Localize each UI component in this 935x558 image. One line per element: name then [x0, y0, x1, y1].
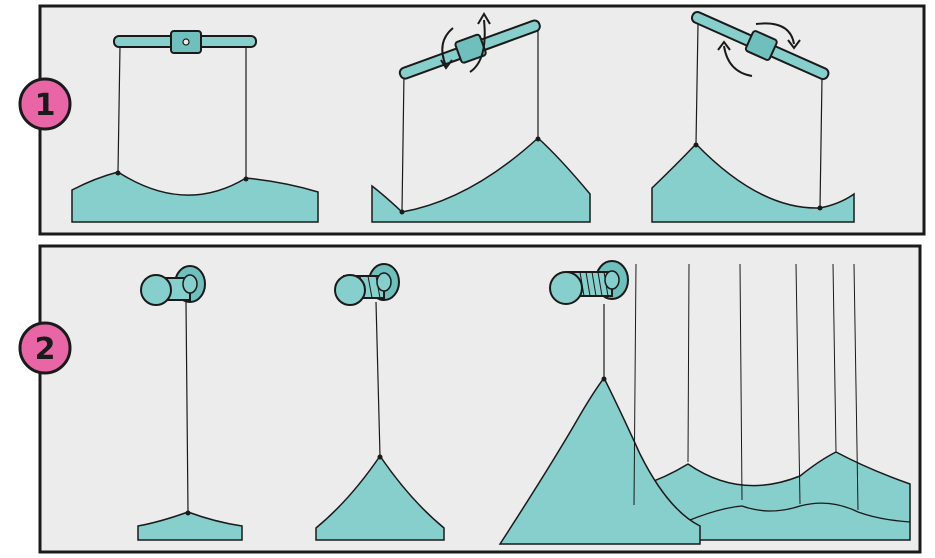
string: [117, 45, 121, 173]
step-bar-tilt-right-down: [651, 11, 855, 223]
spool-icon: [549, 260, 629, 305]
fabric-surface: [71, 171, 319, 223]
panel-1: 1: [18, 4, 926, 236]
string: [832, 263, 837, 453]
rotate-arrows-icon: [440, 12, 491, 73]
string: [795, 263, 801, 505]
panel-1-number: 1: [35, 88, 56, 123]
step-large-peak-with-many-strings: [498, 260, 911, 545]
step-bar-tilt-left-down: [371, 12, 591, 223]
string: [185, 301, 189, 513]
crossbar-hub: [454, 33, 487, 64]
step-small-peak: [137, 265, 243, 541]
rotate-arrows-icon: [717, 22, 801, 77]
panel-2-number: 2: [35, 332, 56, 367]
string: [375, 301, 381, 457]
string: [687, 263, 690, 463]
string: [819, 77, 823, 209]
string: [401, 72, 405, 213]
crossbar-hub: [744, 30, 778, 61]
string: [853, 263, 859, 511]
panel-2-badge: 2: [18, 321, 72, 375]
spool-icon: [140, 265, 206, 306]
spool-icon: [334, 263, 400, 306]
string: [633, 263, 637, 506]
string: [695, 23, 699, 145]
step-medium-peak: [315, 263, 445, 541]
panel-1-badge: 1: [18, 77, 72, 131]
panel-2: 2: [18, 244, 922, 554]
fabric-surface: [371, 136, 591, 223]
step-bar-level: [71, 30, 319, 223]
string: [739, 263, 743, 501]
fabric-surface: [651, 142, 855, 223]
